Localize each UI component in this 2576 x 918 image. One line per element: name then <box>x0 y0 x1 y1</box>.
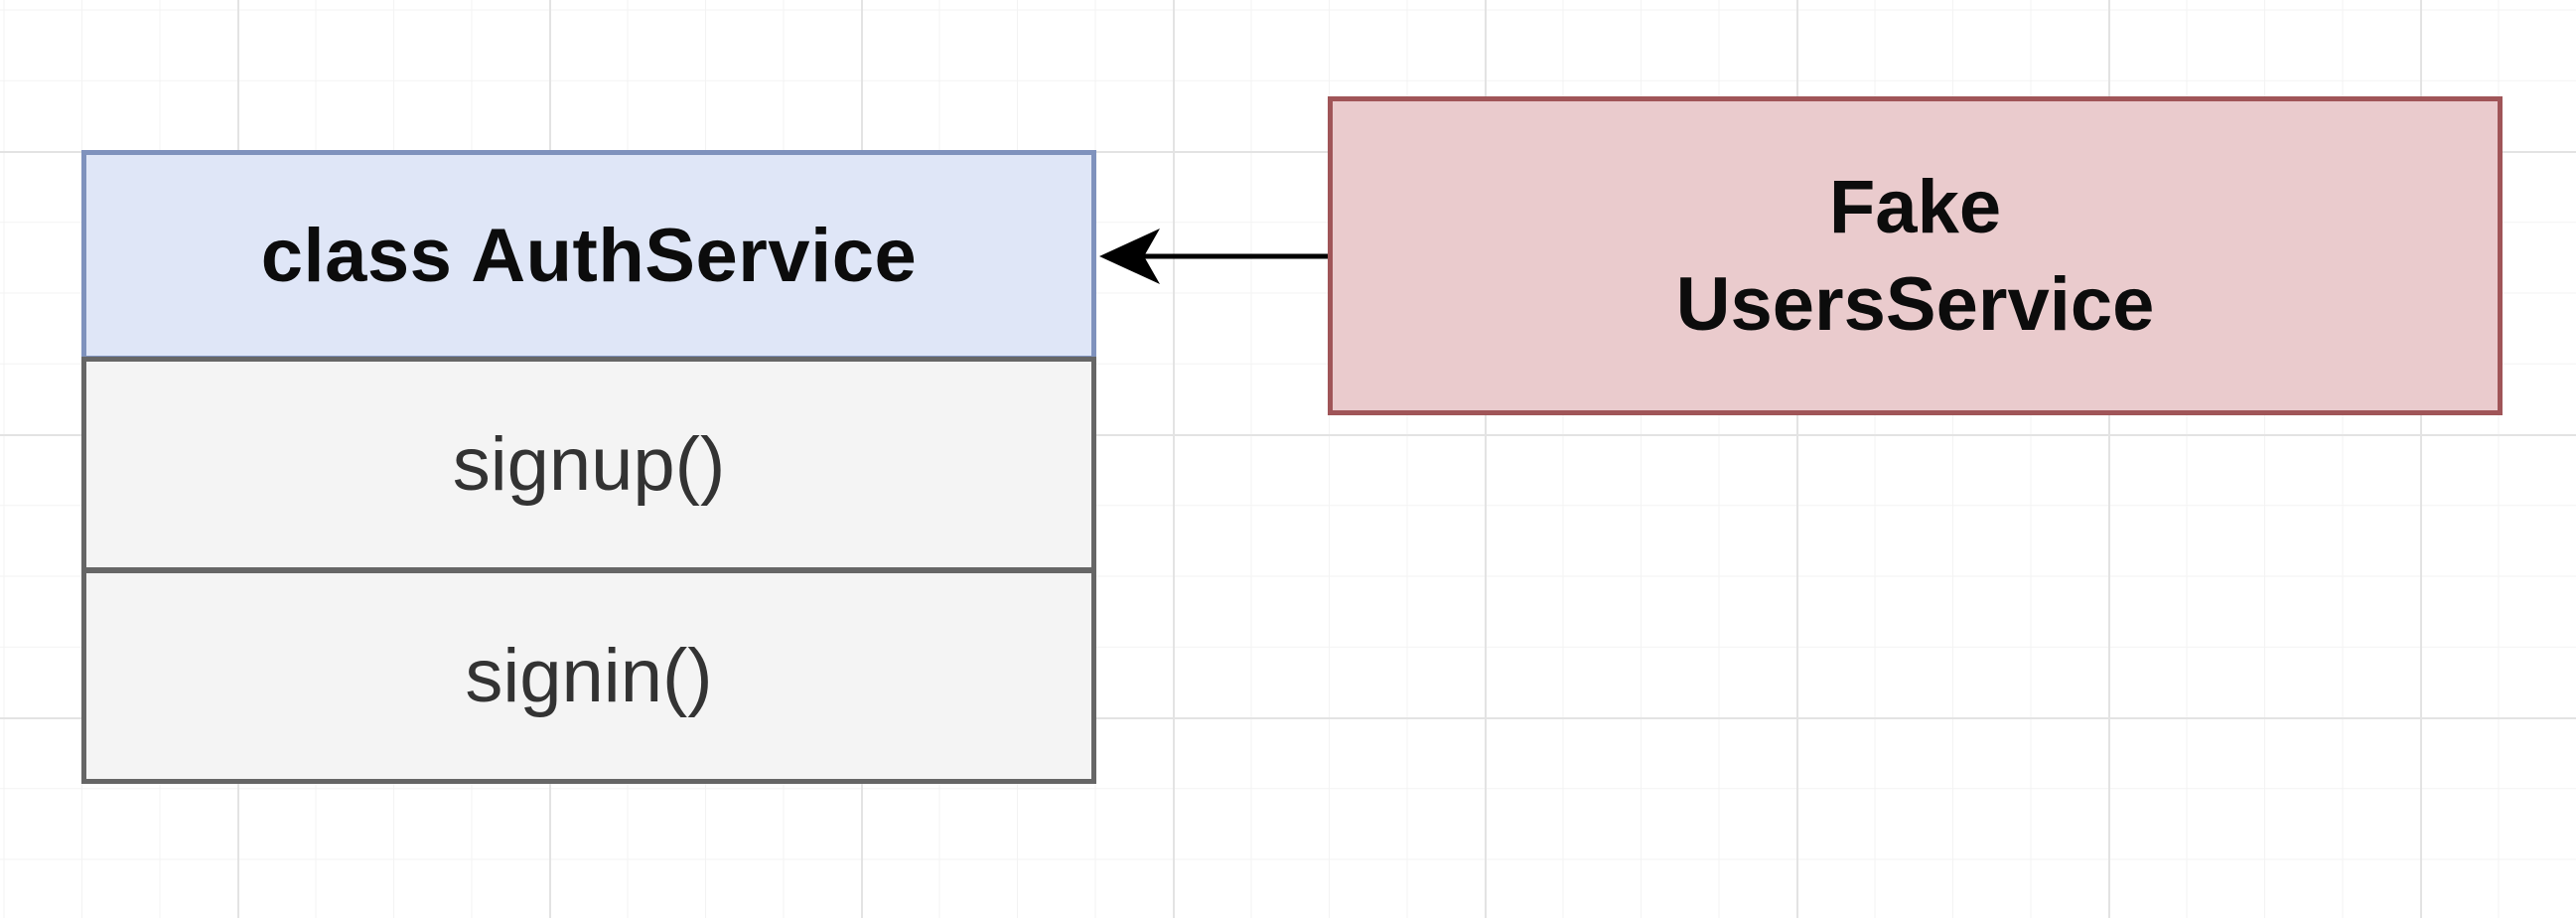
auth-service-class-box[interactable]: class AuthService signup() signin() <box>81 150 1096 784</box>
dependency-arrow[interactable] <box>1092 219 1331 298</box>
fake-users-service-title-line-2: UsersService <box>1675 261 2155 347</box>
auth-service-title: class AuthService <box>260 213 918 298</box>
fake-users-service-box[interactable]: Fake UsersService <box>1328 96 2503 415</box>
method-label-signin: signin() <box>465 634 713 718</box>
auth-service-header[interactable]: class AuthService <box>81 150 1096 361</box>
arrow-head-icon <box>1099 229 1160 284</box>
fake-users-service-title-line-1: Fake <box>1828 164 2002 249</box>
method-row-signin[interactable]: signin() <box>81 568 1096 784</box>
method-label-signup: signup() <box>452 422 726 507</box>
fake-users-service-title: Fake UsersService <box>1676 159 2155 354</box>
method-row-signup[interactable]: signup() <box>81 357 1096 572</box>
